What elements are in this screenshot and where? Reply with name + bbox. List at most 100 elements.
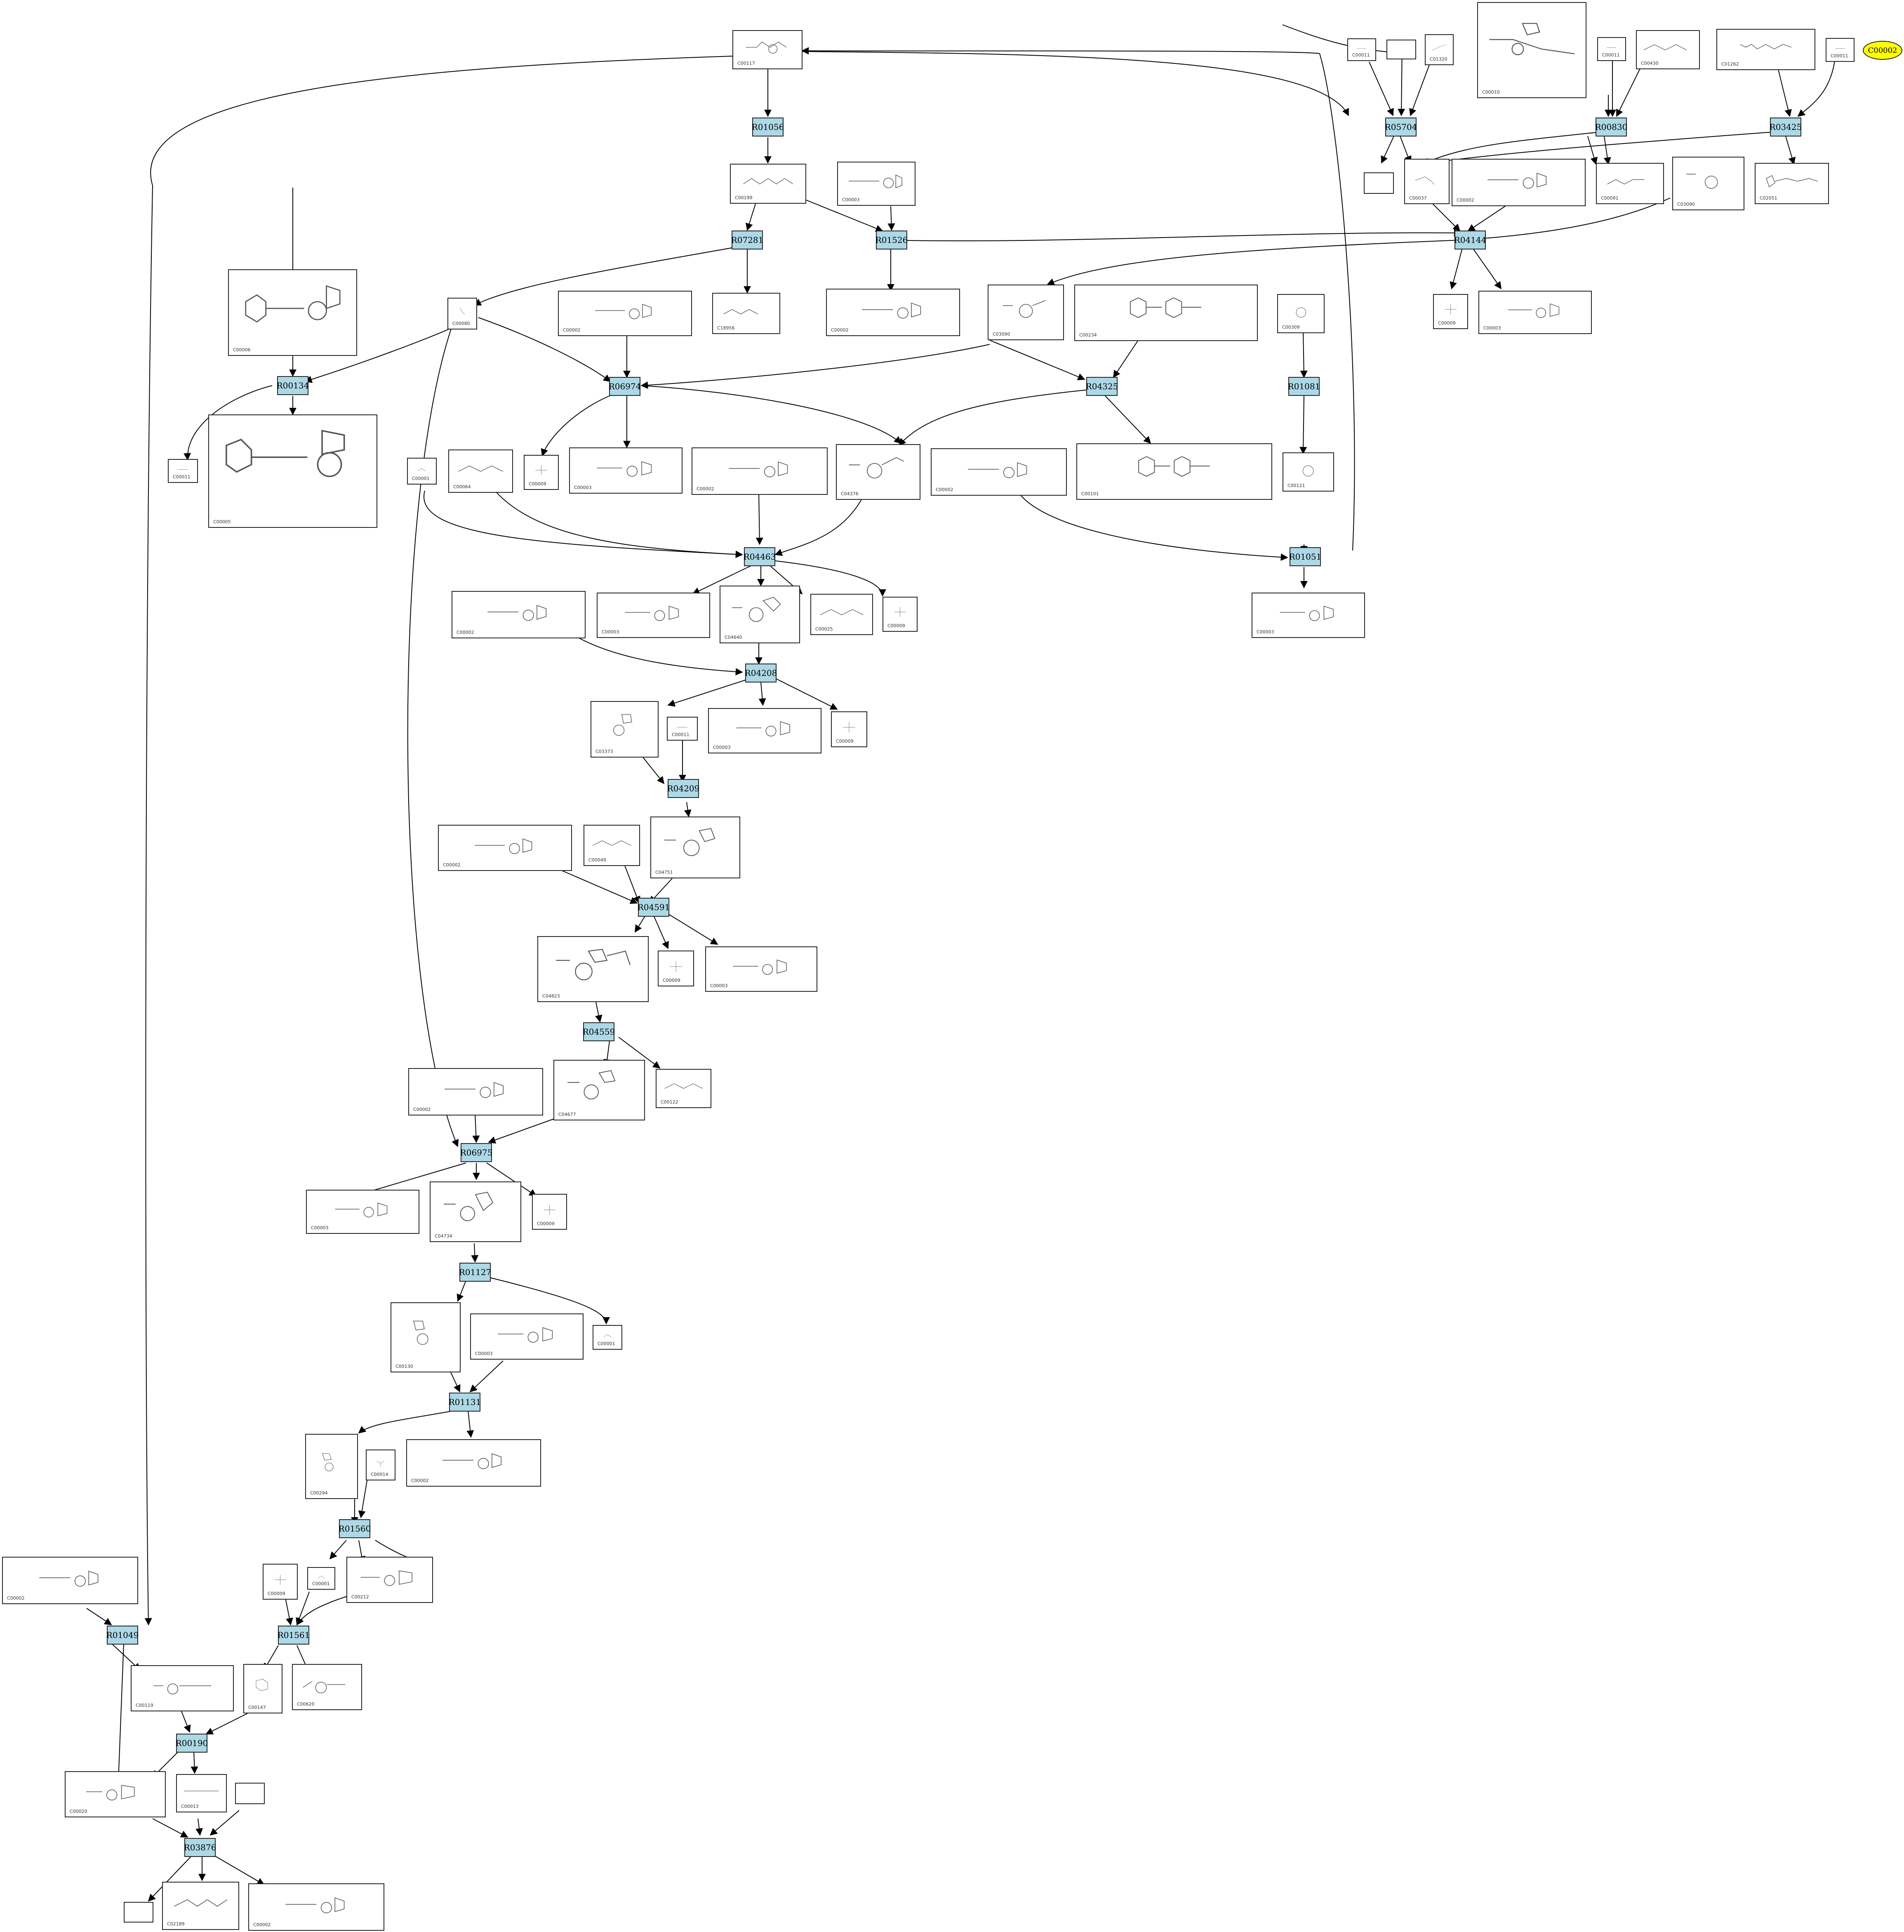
reaction-node[interactable]: R04463 — [744, 547, 776, 566]
compound-box[interactable]: C00003 — [569, 447, 683, 494]
reaction-node[interactable]: R04559 — [583, 1022, 615, 1041]
compound-box[interactable]: C00011 — [1347, 38, 1376, 61]
compound-box[interactable]: C00037 — [1404, 159, 1450, 204]
reaction-node[interactable]: R01049 — [106, 1626, 139, 1645]
compound-box[interactable]: C00009 — [1433, 294, 1468, 329]
reaction-node[interactable]: R05704 — [1385, 118, 1417, 136]
compound-box[interactable]: C00003 — [837, 162, 916, 206]
compound-box[interactable]: C04734 — [430, 1181, 521, 1242]
compound-box[interactable]: C02051 — [1755, 163, 1829, 204]
reaction-node[interactable]: R01056 — [752, 118, 784, 136]
compound-box[interactable]: C00117 — [732, 30, 803, 69]
reaction-node[interactable]: R04144 — [1454, 231, 1486, 249]
compound-box[interactable]: C00003 — [597, 593, 710, 638]
compound-box[interactable]: C04677 — [553, 1060, 645, 1120]
compound-box[interactable]: C00002 — [406, 1439, 541, 1487]
reaction-node[interactable]: R03876 — [184, 1838, 216, 1857]
compound-box[interactable]: C00002 — [826, 289, 960, 336]
reaction-node[interactable]: R01081 — [1288, 377, 1320, 396]
compound-box[interactable]: C00199 — [730, 164, 806, 204]
compound-box[interactable]: C00430 — [1636, 30, 1700, 69]
compound-box[interactable]: C03373 — [591, 701, 659, 758]
compound-box[interactable]: C00001 — [407, 458, 437, 485]
compound-box[interactable]: C00049 — [584, 825, 640, 866]
compound-box[interactable]: C00003 — [1252, 593, 1365, 638]
compound-box[interactable]: C00002 — [452, 591, 586, 638]
compound-box[interactable]: C00001 — [593, 1325, 622, 1350]
compound-box[interactable]: C00002 — [931, 448, 1067, 496]
compound-box[interactable]: C00212 — [346, 1557, 433, 1603]
compound-box[interactable]: C00064 — [448, 449, 513, 493]
compound-box[interactable]: C00294 — [305, 1434, 358, 1499]
compound-box[interactable]: C00119 — [131, 1665, 234, 1711]
reaction-node[interactable]: R01561 — [278, 1626, 310, 1645]
compound-box[interactable]: C18956 — [712, 293, 780, 334]
compound-box[interactable]: C00013 — [176, 1774, 227, 1812]
reaction-node[interactable]: R04208 — [745, 664, 777, 682]
compound-box[interactable]: C00005 — [208, 414, 377, 528]
compound-box[interactable]: C04640 — [720, 586, 800, 643]
compound-box[interactable]: C00080 — [447, 298, 477, 329]
compound-box[interactable]: C00101 — [1076, 443, 1272, 500]
reaction-node[interactable]: R01051 — [1289, 547, 1321, 566]
compound-box[interactable]: C00010 — [1477, 2, 1586, 98]
compound-box[interactable]: C00130 — [391, 1302, 461, 1372]
compound-box[interactable]: C00014 — [366, 1450, 395, 1480]
compound-box[interactable]: C03090 — [1672, 157, 1744, 210]
compound-box[interactable]: C00147 — [243, 1664, 282, 1713]
compound-box[interactable]: C00002 — [558, 291, 692, 336]
compound-box[interactable] — [124, 1902, 153, 1923]
compound-box[interactable]: C00006 — [228, 269, 357, 356]
compound-box[interactable]: C00003 — [708, 708, 821, 753]
compound-box[interactable]: C00091 — [1596, 163, 1664, 204]
compound-box[interactable]: C04376 — [836, 444, 920, 500]
compound-box[interactable]: C00009 — [263, 1564, 298, 1600]
reaction-node[interactable]: R06974 — [609, 377, 641, 396]
compound-box[interactable]: C00009 — [532, 1194, 567, 1230]
compound-box[interactable] — [1364, 172, 1394, 194]
compound-box[interactable]: C04823 — [537, 936, 649, 1002]
compound-box[interactable]: C00002 — [1452, 159, 1586, 206]
compound-box[interactable]: C00011 — [1826, 38, 1855, 62]
reaction-node[interactable]: R00190 — [176, 1734, 208, 1753]
compound-box[interactable]: C00009 — [831, 711, 867, 747]
reaction-node[interactable]: R04325 — [1086, 377, 1118, 396]
compound-box[interactable]: C00003 — [306, 1190, 419, 1234]
compound-box[interactable]: C00009 — [883, 597, 918, 632]
reaction-node[interactable]: R04591 — [638, 898, 670, 917]
compound-box[interactable] — [1386, 40, 1416, 59]
compound-box[interactable]: C00020 — [65, 1771, 166, 1817]
compound-box[interactable]: C02189 — [162, 1882, 239, 1930]
reaction-node[interactable]: R01131 — [449, 1393, 481, 1412]
compound-box[interactable]: C00003 — [705, 946, 817, 992]
reaction-node[interactable]: R00830 — [1595, 118, 1627, 136]
reaction-node[interactable]: R01526 — [876, 231, 908, 249]
compound-box[interactable]: C04751 — [650, 817, 740, 878]
compound-box[interactable]: C01262 — [1716, 29, 1815, 70]
compound-box[interactable]: C00620 — [292, 1664, 362, 1710]
compound-box[interactable]: C00002 — [438, 825, 572, 871]
compound-box[interactable]: C00122 — [656, 1069, 711, 1108]
reaction-node[interactable]: R03425 — [1770, 118, 1802, 136]
compound-box[interactable]: C00121 — [1283, 452, 1334, 492]
compound-box[interactable]: C00003 — [1478, 291, 1592, 334]
compound-box[interactable]: C00002 — [408, 1068, 543, 1115]
reaction-node[interactable]: R04209 — [667, 779, 699, 798]
compound-box[interactable]: C03090 — [988, 285, 1064, 340]
compound-box[interactable] — [235, 1783, 265, 1804]
compound-box[interactable]: C00011 — [168, 459, 198, 483]
compound-box[interactable]: C00009 — [658, 951, 694, 986]
reaction-node[interactable]: R07281 — [731, 231, 763, 249]
compound-box[interactable]: C00002 — [692, 447, 828, 495]
compound-box[interactable]: C00011 — [1597, 37, 1626, 61]
compound-box[interactable]: C00025 — [810, 594, 873, 635]
reaction-node[interactable]: R01560 — [339, 1519, 371, 1538]
compound-box[interactable]: C00309 — [1277, 294, 1325, 333]
compound-box[interactable]: C00234 — [1074, 285, 1258, 341]
compound-box[interactable]: C00002 — [2, 1557, 138, 1604]
compound-box[interactable]: C00003 — [470, 1313, 584, 1360]
compound-box[interactable]: C00011 — [667, 717, 698, 741]
compound-box[interactable]: C00001 — [307, 1567, 335, 1590]
compound-box[interactable]: C00002 — [248, 1883, 384, 1931]
reaction-node[interactable]: R00134 — [277, 376, 309, 395]
